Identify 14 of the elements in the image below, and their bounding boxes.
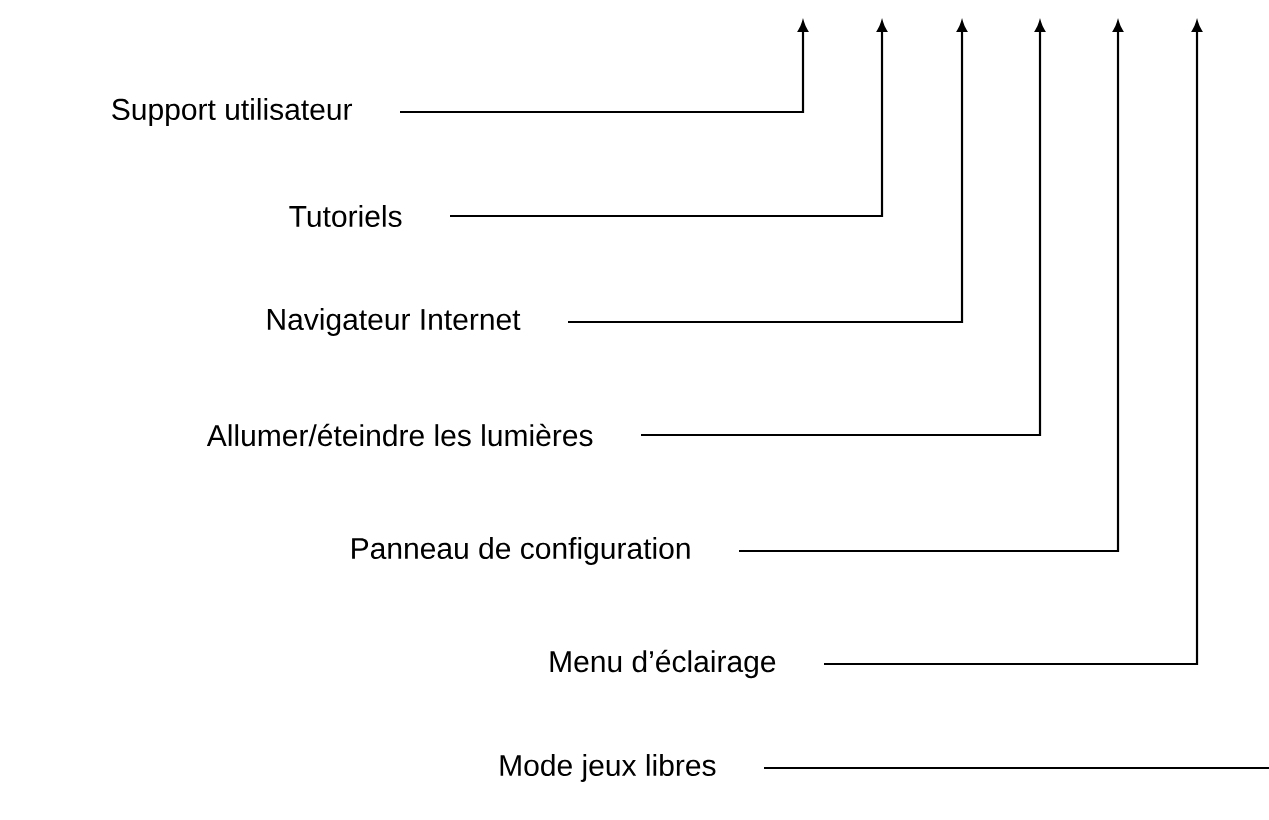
label-text: Allumer/éteindre les lumières (206, 423, 593, 447)
label-text: Support utilisateur (112, 98, 352, 126)
leader-line (568, 20, 968, 324)
leader-line (739, 20, 1124, 553)
leader-line (400, 20, 809, 114)
label-text: Tutoriels (289, 205, 402, 227)
label-text: Navigateur Internet (267, 308, 521, 336)
label-text: Panneau de configuration (352, 537, 690, 565)
leader-line (764, 766, 1269, 770)
label-text: Mode jeux libres (500, 754, 716, 782)
leader-line (641, 20, 1046, 437)
leader-line (824, 20, 1203, 666)
leader-line (450, 20, 888, 218)
label-text: Menu d’éclairage (550, 649, 776, 679)
